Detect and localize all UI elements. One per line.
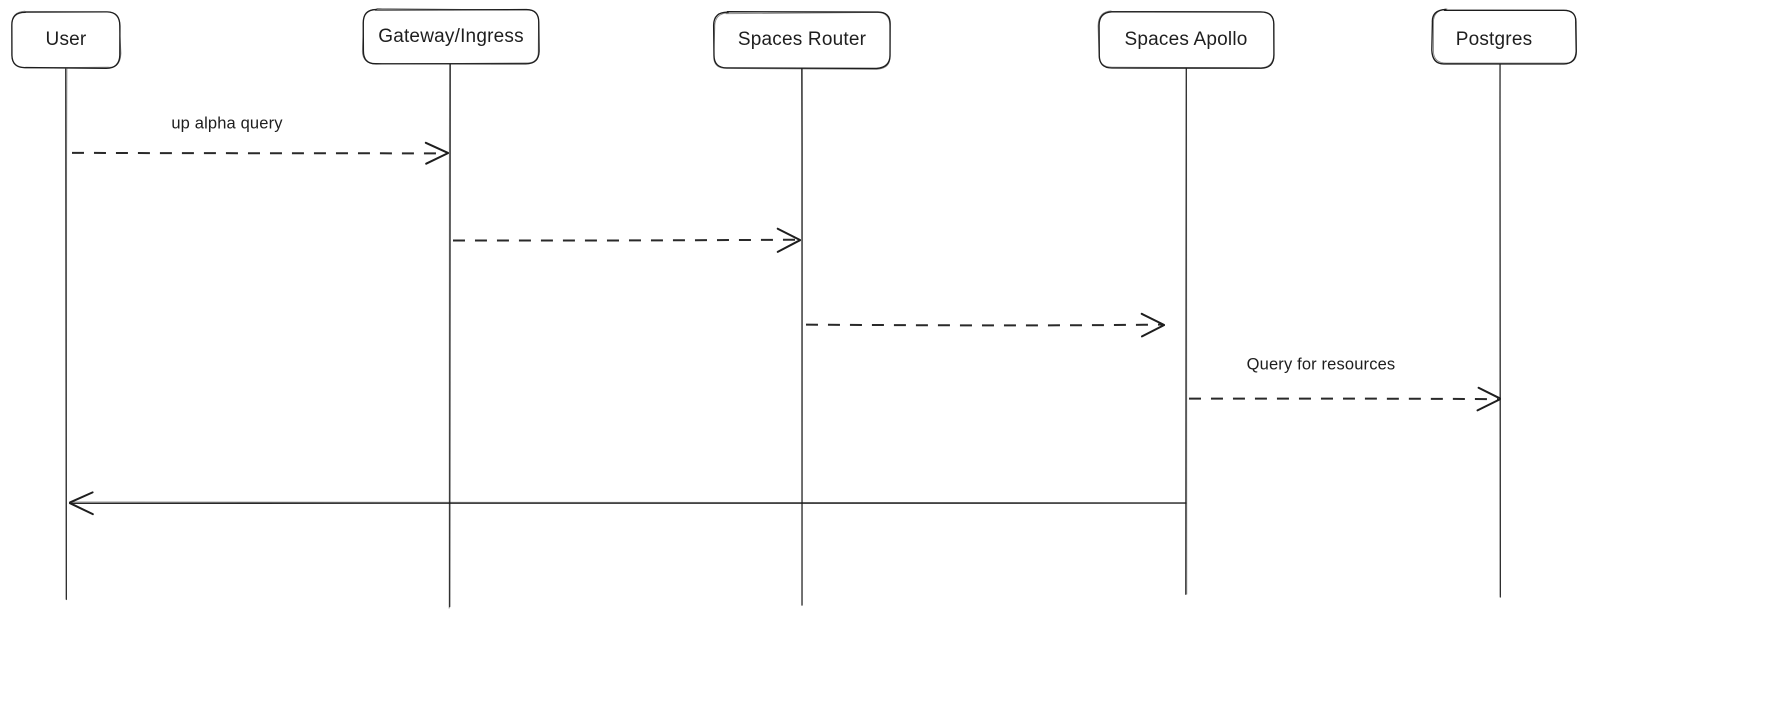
message-arrow-shape-1 [71, 141, 449, 165]
lifeline-gateway-ingress[interactable] [444, 64, 456, 608]
lifeline-spaces-router[interactable] [796, 68, 808, 606]
lifeline-line-gateway-ingress [448, 62, 451, 609]
message-arrow-shape-3 [805, 312, 1165, 338]
lifeline-line-spaces-apollo [1185, 67, 1188, 595]
participant-box-shape-user [11, 10, 122, 69]
lifeline-postgres[interactable] [1494, 64, 1506, 596]
participant-box-shape-gateway-ingress [361, 8, 540, 65]
participant-box-postgres[interactable] [1432, 10, 1576, 64]
message-arrow-1[interactable] [72, 141, 448, 165]
message-arrow-5-return[interactable] [70, 491, 1186, 515]
message-arrow-shape-5 [69, 491, 1187, 516]
message-arrow-3[interactable] [806, 313, 1164, 337]
participant-box-spaces-router[interactable] [714, 12, 890, 68]
participant-box-shape-spaces-router [712, 11, 891, 70]
message-arrow-4[interactable] [1189, 387, 1500, 411]
message-arrow-2[interactable] [453, 228, 800, 252]
lifeline-spaces-apollo[interactable] [1180, 68, 1192, 594]
lifeline-line-user [64, 66, 68, 601]
message-arrow-shape-4 [1188, 386, 1501, 412]
lifeline-user[interactable] [60, 68, 72, 600]
participant-box-spaces-apollo[interactable] [1099, 12, 1274, 68]
lifeline-line-spaces-router [801, 66, 803, 606]
participant-box-user[interactable] [12, 12, 120, 68]
participant-box-gateway-ingress[interactable] [363, 10, 539, 64]
participant-box-shape-postgres [1431, 8, 1577, 65]
participant-box-shape-spaces-apollo [1097, 10, 1275, 69]
message-arrow-shape-2 [452, 227, 801, 253]
